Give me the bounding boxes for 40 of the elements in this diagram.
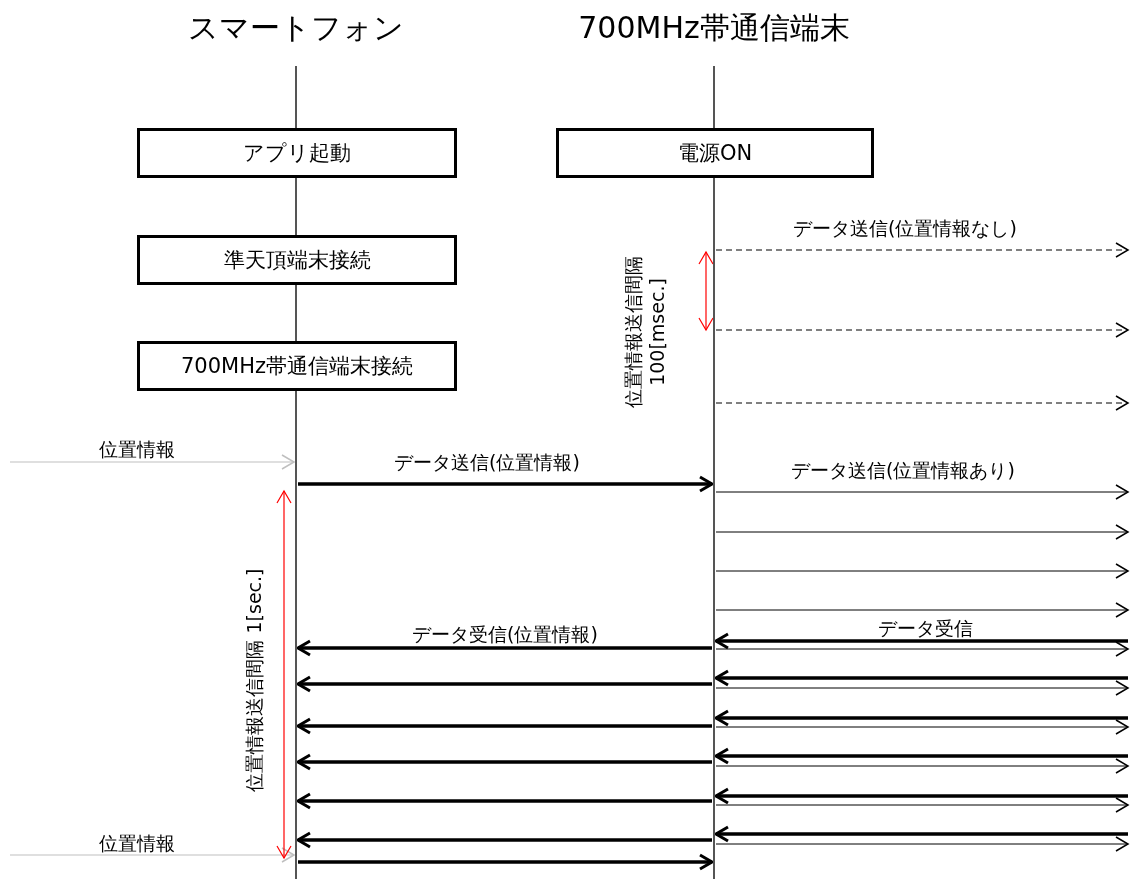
arrow: [715, 563, 1129, 579]
arrow: [298, 475, 714, 493]
arrow: [296, 717, 712, 735]
arrow: [715, 836, 1129, 852]
arrow: [715, 797, 1129, 813]
arrow: [9, 847, 295, 863]
arrow: [296, 753, 712, 771]
arrow: [715, 758, 1129, 774]
arrow: [715, 680, 1129, 696]
arrow: [715, 484, 1129, 500]
dashed-arrow: [715, 242, 1129, 258]
arrow: [714, 787, 1128, 805]
arrow: [296, 831, 712, 849]
participant-header: スマートフォン: [188, 10, 404, 46]
interval-note: 位置情報送信間隔 1[sec.]: [242, 568, 266, 792]
arrow: [715, 641, 1129, 657]
process-box: 電源ON: [556, 128, 874, 178]
arrow: [715, 524, 1129, 540]
lifeline: [713, 66, 715, 879]
arrow: [296, 639, 712, 657]
dashed-arrow: [715, 395, 1129, 411]
arrow: [298, 853, 714, 871]
arrow: [714, 669, 1128, 687]
participant-header: 700MHz帯通信端末: [578, 10, 850, 46]
arrow: [714, 709, 1128, 727]
process-box: アプリ起動: [137, 128, 457, 178]
arrow: [296, 675, 712, 693]
edge-label: 位置情報: [96, 438, 178, 460]
edge-label: 位置情報: [96, 832, 178, 854]
process-box: 700MHz帯通信端末接続: [137, 341, 457, 391]
arrow: [715, 719, 1129, 735]
process-box: 準天頂端末接続: [137, 235, 457, 285]
arrow: [715, 602, 1129, 618]
arrow: [296, 792, 712, 810]
arrow: [9, 454, 295, 470]
dashed-arrow: [715, 322, 1129, 338]
arrow: [714, 747, 1128, 765]
arrow: [714, 825, 1128, 843]
interval-note: 位置情報送信間隔 100[msec.]: [621, 255, 669, 410]
arrow: [714, 632, 1128, 650]
